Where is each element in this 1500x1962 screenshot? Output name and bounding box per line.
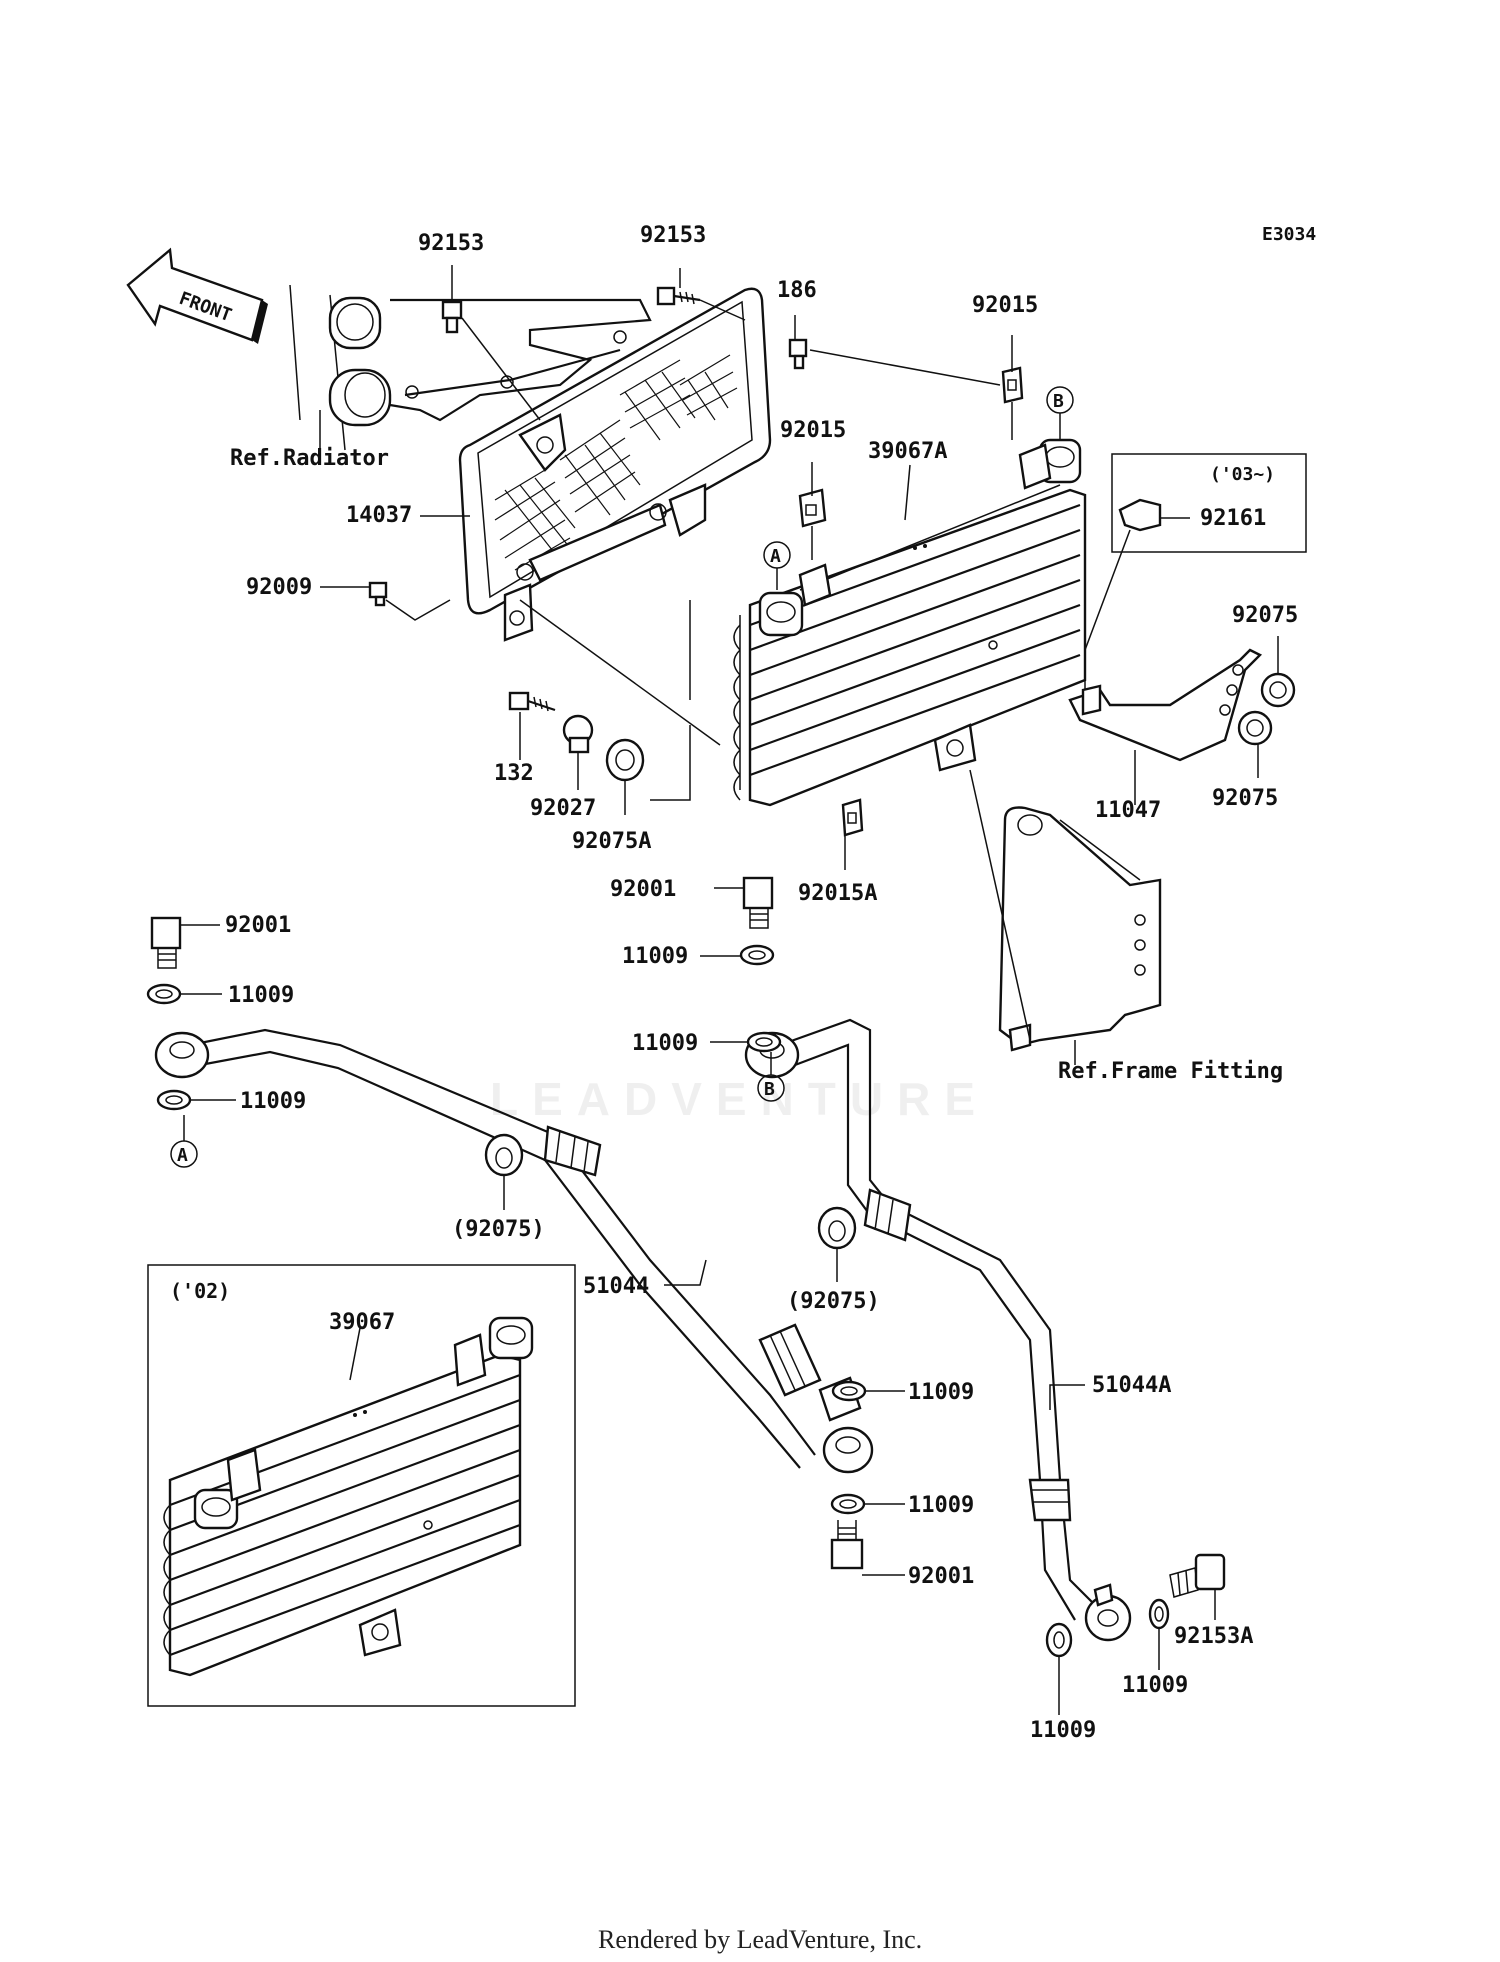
ref-radiator-label: Ref.Radiator	[230, 446, 389, 471]
washer-11009-c	[739, 944, 775, 966]
label-11009-c: 11009	[622, 944, 688, 969]
label-92153A: 92153A	[1174, 1624, 1253, 1649]
label-11009-e: 11009	[908, 1380, 974, 1405]
banjo-left	[154, 1031, 210, 1079]
washer-11009-e	[831, 1380, 867, 1402]
watermark: LEADVENTURE	[490, 1073, 989, 1125]
inset-03-label: ('03~)	[1210, 464, 1275, 485]
label-14037: 14037	[346, 503, 412, 528]
label-11009-h: 11009	[1030, 1718, 1096, 1743]
label-92153-mid: 92153	[640, 223, 706, 248]
label-132: 132	[494, 761, 534, 786]
label-92027: 92027	[530, 796, 596, 821]
banjo-bolt-92001-low	[830, 1520, 864, 1570]
label-92153-left: 92153	[418, 231, 484, 256]
label-11009-b: 11009	[240, 1089, 306, 1114]
washer-11009-d	[746, 1031, 782, 1053]
label-11009-d: 11009	[632, 1031, 698, 1056]
radiator-reference	[289, 284, 652, 451]
oil-hose-51044A	[779, 1018, 1101, 1621]
grommet-92075-hose1	[484, 1133, 524, 1177]
inset-02-box	[147, 1264, 576, 1707]
label-51044A: 51044A	[1092, 1373, 1171, 1398]
clip-92015A	[841, 798, 864, 837]
collar-92027	[562, 714, 594, 754]
bolt-92153-mid	[656, 286, 701, 306]
washer-11009-f	[830, 1493, 866, 1515]
diagram-code: E3034	[1262, 224, 1316, 245]
clip-92015-top	[1001, 366, 1024, 404]
grommet-92075-r2	[1237, 710, 1273, 746]
bolt-186	[788, 338, 808, 370]
callout-A-top: A	[763, 541, 791, 590]
label-92075-paren1: (92075)	[452, 1217, 545, 1242]
label-92075-paren2: (92075)	[787, 1289, 880, 1314]
svg-text:B: B	[1053, 391, 1064, 412]
label-92015A: 92015A	[798, 881, 877, 906]
washer-11009-a	[146, 983, 182, 1005]
washer-11009-g	[1148, 1598, 1170, 1630]
label-11047: 11047	[1095, 798, 1161, 823]
cover-14037	[458, 287, 772, 642]
oil-hose-51044	[189, 1028, 862, 1469]
oil-cooler-39067A	[733, 438, 1087, 807]
footer-credit: Rendered by LeadVenture, Inc.	[598, 1925, 922, 1954]
label-92161: 92161	[1200, 506, 1266, 531]
bracket-11047	[1068, 648, 1263, 762]
callout-B-hose: B	[757, 1052, 785, 1102]
grommet-92075A	[605, 738, 645, 782]
label-11009-g: 11009	[1122, 1673, 1188, 1698]
grommet-92075-r1	[1260, 672, 1296, 708]
label-92015-mid: 92015	[780, 418, 846, 443]
label-92001-mid: 92001	[610, 877, 676, 902]
inset-03-box	[1084, 453, 1307, 690]
banjo-bolt-92153A	[1169, 1553, 1226, 1598]
clip-92015-mid	[798, 488, 827, 528]
label-92075-r1: 92075	[1232, 603, 1298, 628]
frame-fitting-bracket	[998, 806, 1162, 1052]
label-92009: 92009	[246, 575, 312, 600]
label-92001-low: 92001	[908, 1564, 974, 1589]
banjo-right	[1084, 1583, 1132, 1642]
bolt-132	[508, 691, 556, 712]
bolt-92009	[368, 581, 388, 607]
washer-11009-b	[156, 1089, 192, 1111]
label-39067: 39067	[329, 1310, 395, 1335]
label-186: 186	[777, 278, 817, 303]
washer-11009-h	[1045, 1622, 1073, 1658]
inset-02-label: ('02)	[170, 1279, 230, 1303]
front-arrow-icon: FRONT	[126, 247, 268, 344]
cover-bracket	[516, 483, 707, 582]
label-11009-f: 11009	[908, 1493, 974, 1518]
svg-text:A: A	[770, 546, 781, 567]
label-92015-top: 92015	[972, 293, 1038, 318]
label-92075-r2: 92075	[1212, 786, 1278, 811]
bolt-92153-left	[441, 300, 463, 334]
svg-text:B: B	[764, 1079, 775, 1100]
label-39067A: 39067A	[868, 439, 947, 464]
callout-A-hose: A	[170, 1115, 198, 1168]
label-51044: 51044	[583, 1274, 649, 1299]
leader-lines	[180, 265, 1279, 1715]
ref-frame-fitting-label: Ref.Frame Fitting	[1058, 1059, 1283, 1084]
callout-B-top: B	[1046, 386, 1074, 440]
label-11009-a: 11009	[228, 983, 294, 1008]
banjo-bolt-92001-mid	[742, 876, 774, 929]
svg-text:A: A	[177, 1145, 188, 1166]
grommet-92075-hose2	[817, 1206, 857, 1250]
label-92001-left: 92001	[225, 913, 291, 938]
banjo-bolt-92001-left	[150, 916, 182, 969]
label-92075A: 92075A	[572, 829, 651, 854]
banjo-low	[822, 1426, 874, 1474]
